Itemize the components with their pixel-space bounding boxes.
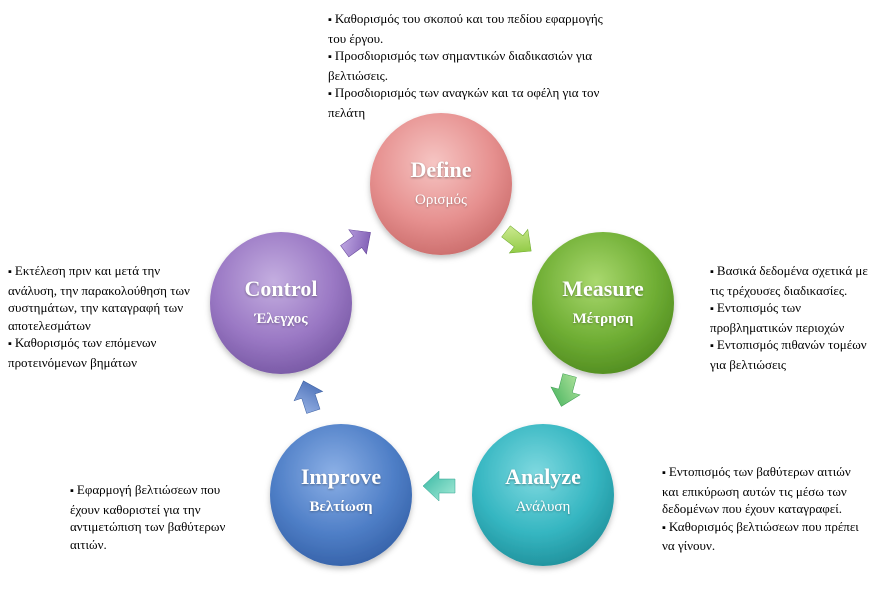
control-note-item: Εκτέλεση πριν και μετά την ανάλυση, την …	[8, 262, 200, 334]
analyze-note-item: Εντοπισμός των βαθύτερων αιτιών και επικ…	[662, 463, 867, 518]
analyze-note-item: Καθορισμός βελτιώσεων που πρέπει να γίνο…	[662, 518, 867, 555]
analyze-node	[472, 424, 614, 566]
define-notes: Καθορισμός του σκοπού και του πεδίου εφα…	[328, 10, 610, 121]
arrow-improve-to-control	[293, 380, 324, 414]
control-notes: Εκτέλεση πριν και μετά την ανάλυση, την …	[8, 262, 200, 371]
define-note-item: Προσδιορισμός των σημαντικών διαδικασιών…	[328, 47, 610, 84]
control-node	[210, 232, 352, 374]
measure-notes: Βασικά δεδομένα σχετικά με τις τρέχουσες…	[710, 262, 872, 373]
define-node	[370, 113, 512, 255]
measure-note-item: Εντοπισμός των προβληματικών περιοχών	[710, 299, 872, 336]
arrow-define-to-measure	[501, 225, 532, 254]
measure-note-item: Εντοπισμός πιθανών τομέων για βελτιώσεις	[710, 336, 872, 373]
arrow-measure-to-analyze	[550, 373, 581, 407]
measure-note-item: Βασικά δεδομένα σχετικά με τις τρέχουσες…	[710, 262, 872, 299]
analyze-notes: Εντοπισμός των βαθύτερων αιτιών και επικ…	[662, 463, 867, 555]
define-note-item: Προσδιορισμός των αναγκών και τα οφέλη γ…	[328, 84, 610, 121]
improve-note-item: Εφαρμογή βελτιώσεων που έχουν καθοριστεί…	[70, 481, 230, 553]
define-note-item: Καθορισμός του σκοπού και του πεδίου εφα…	[328, 10, 610, 47]
arrow-analyze-to-improve	[422, 470, 456, 502]
improve-node	[270, 424, 412, 566]
improve-notes: Εφαρμογή βελτιώσεων που έχουν καθοριστεί…	[70, 481, 230, 553]
control-note-item: Καθορισμός των επόμενων προτεινόμενων βη…	[8, 334, 200, 371]
measure-node	[532, 232, 674, 374]
arrow-control-to-define	[340, 229, 371, 258]
